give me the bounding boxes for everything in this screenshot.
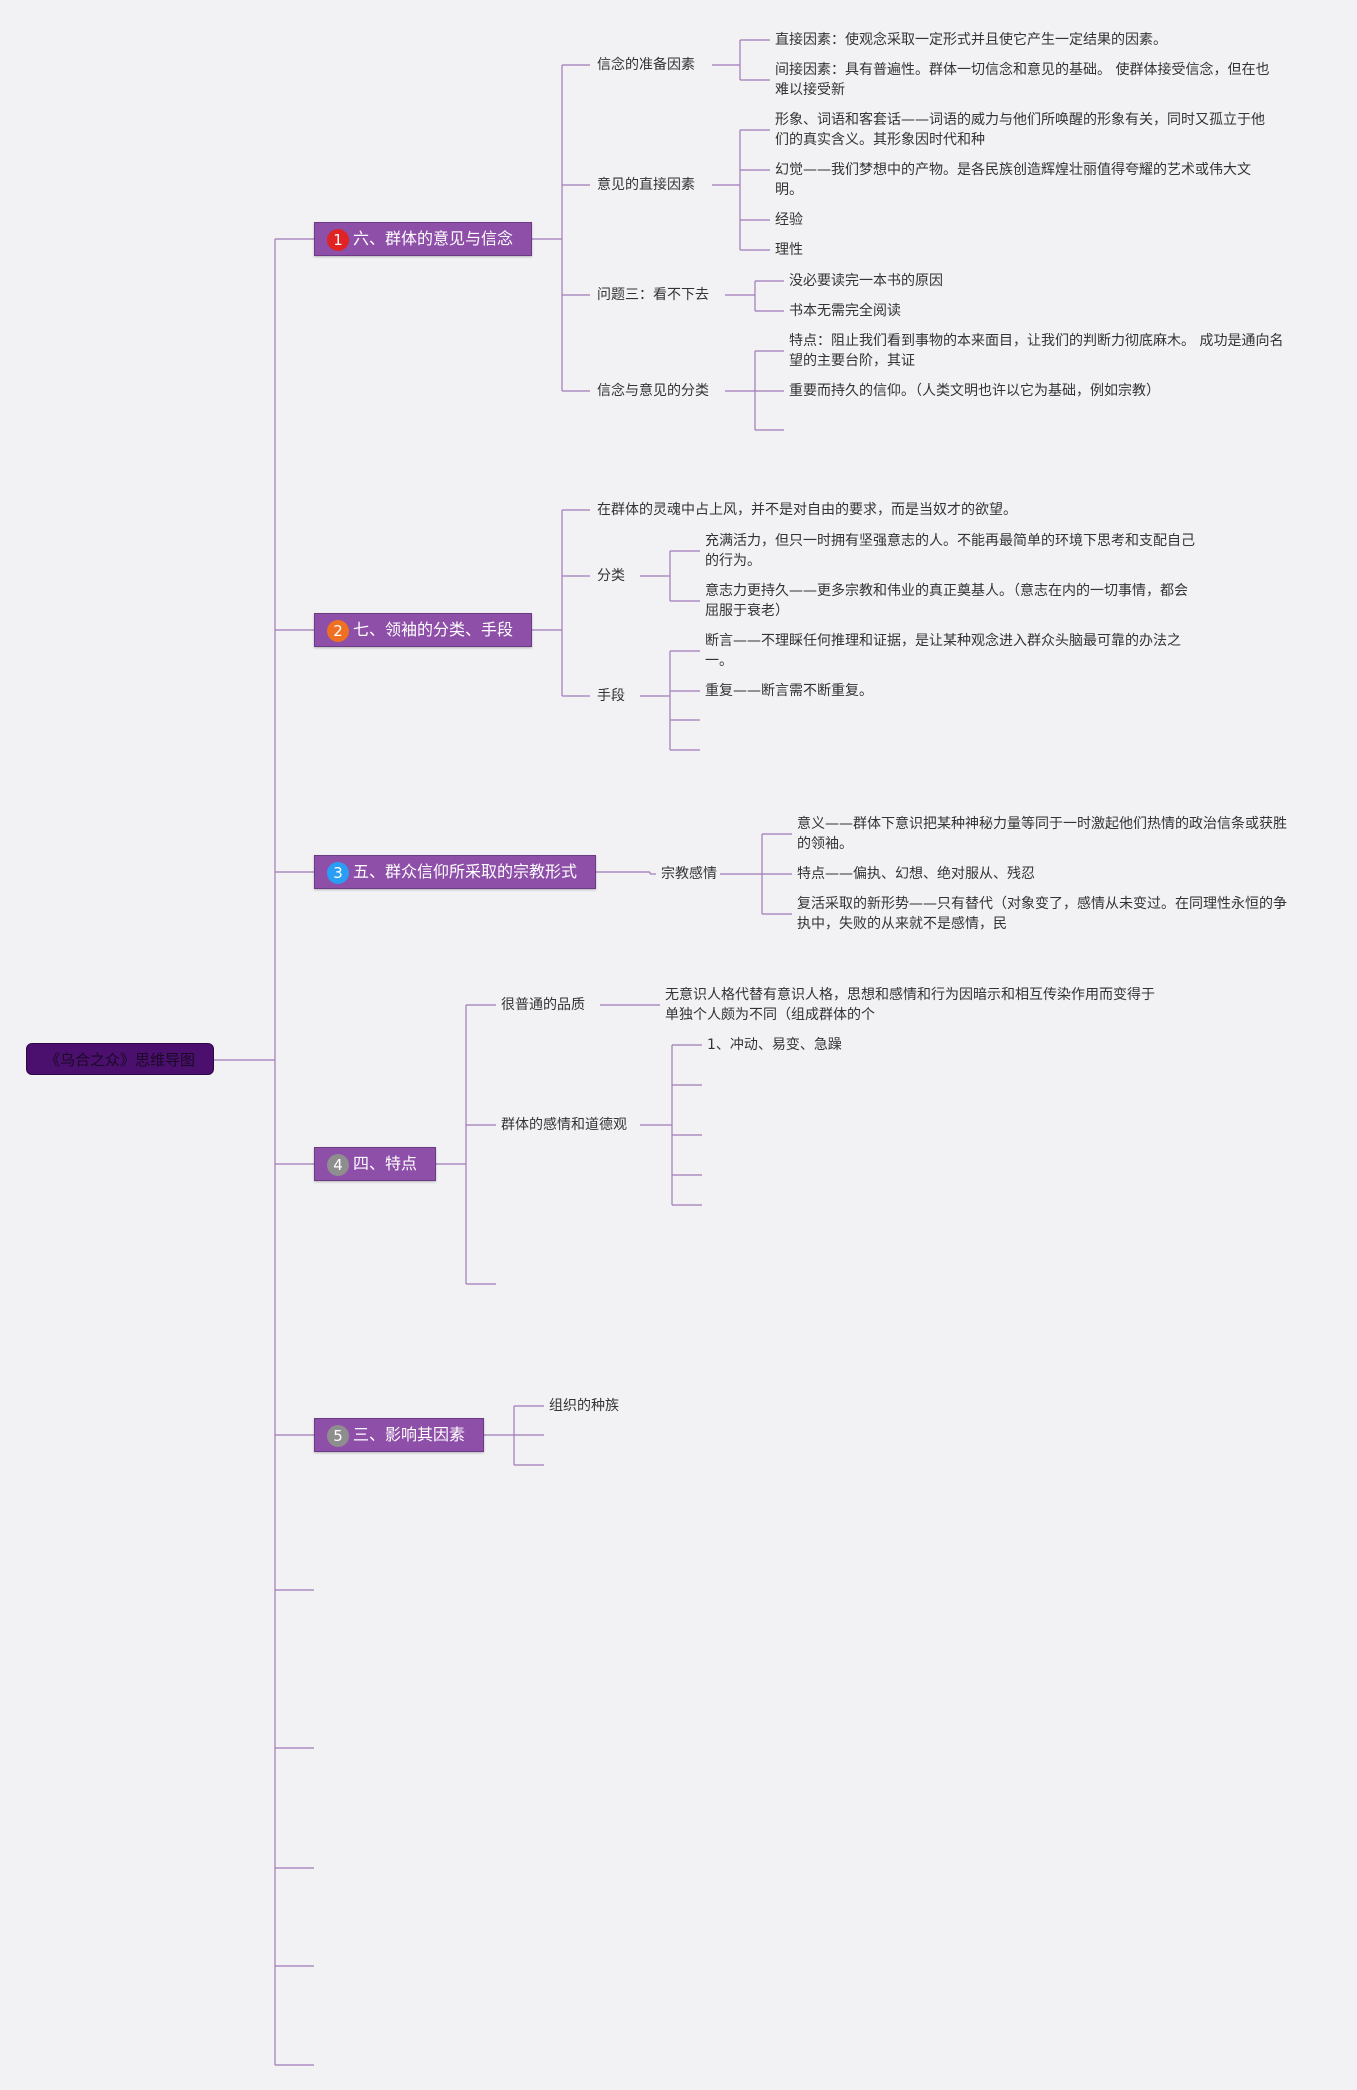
topic-question-three[interactable]: 问题三：看不下去: [597, 287, 709, 303]
item-images-words[interactable]: 形象、词语和客套话——词语的威力与他们所唤醒的形象有关，同时又孤立于他们的真实含…: [775, 112, 1265, 148]
item-meaning[interactable]: 意义——群体下意识把某种神秘力量等同于一时激起他们热情的政治信条或获胜的领袖。: [797, 816, 1287, 852]
item-no-full-read[interactable]: 书本无需完全阅读: [789, 303, 901, 319]
item-assertion[interactable]: 断言——不理睬任何推理和证据，是让某种观念进入群众头脑最可靠的办法之一。: [705, 633, 1181, 669]
item-indirect-factor[interactable]: 间接因素：具有普遍性。群体一切信念和意见的基础。 使群体接受信念，但在也难以接受…: [775, 62, 1270, 98]
item-unconscious-personality[interactable]: 无意识人格代替有意识人格，思想和感情和行为因暗示和相互传染作用而变得于单独个人颇…: [665, 987, 1155, 1023]
item-durable-will[interactable]: 意志力更持久——更多宗教和伟业的真正奠基人。（意志在内的一切事情，都会屈服于衰老…: [705, 583, 1188, 619]
root-node[interactable]: 《乌合之众》思维导图: [26, 1043, 214, 1075]
item-repetition[interactable]: 重复——断言需不断重复。: [705, 683, 873, 699]
item-illusion[interactable]: 幻觉——我们梦想中的产物。是各民族创造辉煌壮丽值得夸耀的艺术或伟大文明。: [775, 162, 1251, 198]
topic-emotion-morality[interactable]: 群体的感情和道德观: [501, 1117, 627, 1133]
priority-badge: 3: [327, 862, 349, 884]
item-direct-factor[interactable]: 直接因素：使观念采取一定形式并且使它产生一定结果的因素。: [775, 32, 1167, 48]
item-feature[interactable]: 特点：阻止我们看到事物的本来面目，让我们的判断力彻底麻木。 成功是通向名望的主要…: [789, 333, 1284, 369]
topic-opinion-direct[interactable]: 意见的直接因素: [597, 177, 695, 193]
branch-label: 七、领袖的分类、手段: [353, 620, 514, 639]
topic-belief-preparation[interactable]: 信念的准备因素: [597, 57, 695, 73]
topic-race[interactable]: 组织的种族: [549, 1398, 619, 1414]
branch-label: 六、群体的意见与信念: [353, 229, 514, 248]
priority-badge: 5: [327, 1425, 349, 1447]
topic-religious-feeling[interactable]: 宗教感情: [661, 866, 717, 882]
topic-soul-of-group[interactable]: 在群体的灵魂中占上风，并不是对自由的要求，而是当奴才的欲望。: [597, 502, 1017, 518]
item-impulsive[interactable]: 1、冲动、易变、急躁: [707, 1037, 842, 1053]
item-experience[interactable]: 经验: [775, 212, 803, 228]
item-traits[interactable]: 特点——偏执、幻想、绝对服从、残忍: [797, 866, 1035, 882]
branch-label: 五、群众信仰所采取的宗教形式: [353, 862, 578, 881]
item-lasting-faith[interactable]: 重要而持久的信仰。（人类文明也许以它为基础，例如宗教）: [789, 383, 1160, 399]
topic-common-quality[interactable]: 很普通的品质: [501, 997, 585, 1013]
item-no-need-finish[interactable]: 没必要读完一本书的原因: [789, 273, 943, 289]
branch-label: 三、影响其因素: [353, 1425, 466, 1444]
priority-badge: 4: [327, 1154, 349, 1176]
topic-belief-classification[interactable]: 信念与意见的分类: [597, 383, 709, 399]
item-revival[interactable]: 复活采取的新形势——只有替代（对象变了，感情从未变过。在同理性永恒的争执中，失败…: [797, 896, 1287, 932]
topic-means[interactable]: 手段: [597, 688, 625, 704]
branch-label: 四、特点: [353, 1154, 418, 1173]
topic-classification[interactable]: 分类: [597, 568, 625, 584]
item-reason[interactable]: 理性: [775, 242, 803, 258]
priority-badge: 2: [327, 620, 349, 642]
priority-badge: 1: [327, 229, 349, 251]
item-energetic[interactable]: 充满活力，但只一时拥有坚强意志的人。不能再最简单的环境下思考和支配自己的行为。: [705, 533, 1195, 569]
